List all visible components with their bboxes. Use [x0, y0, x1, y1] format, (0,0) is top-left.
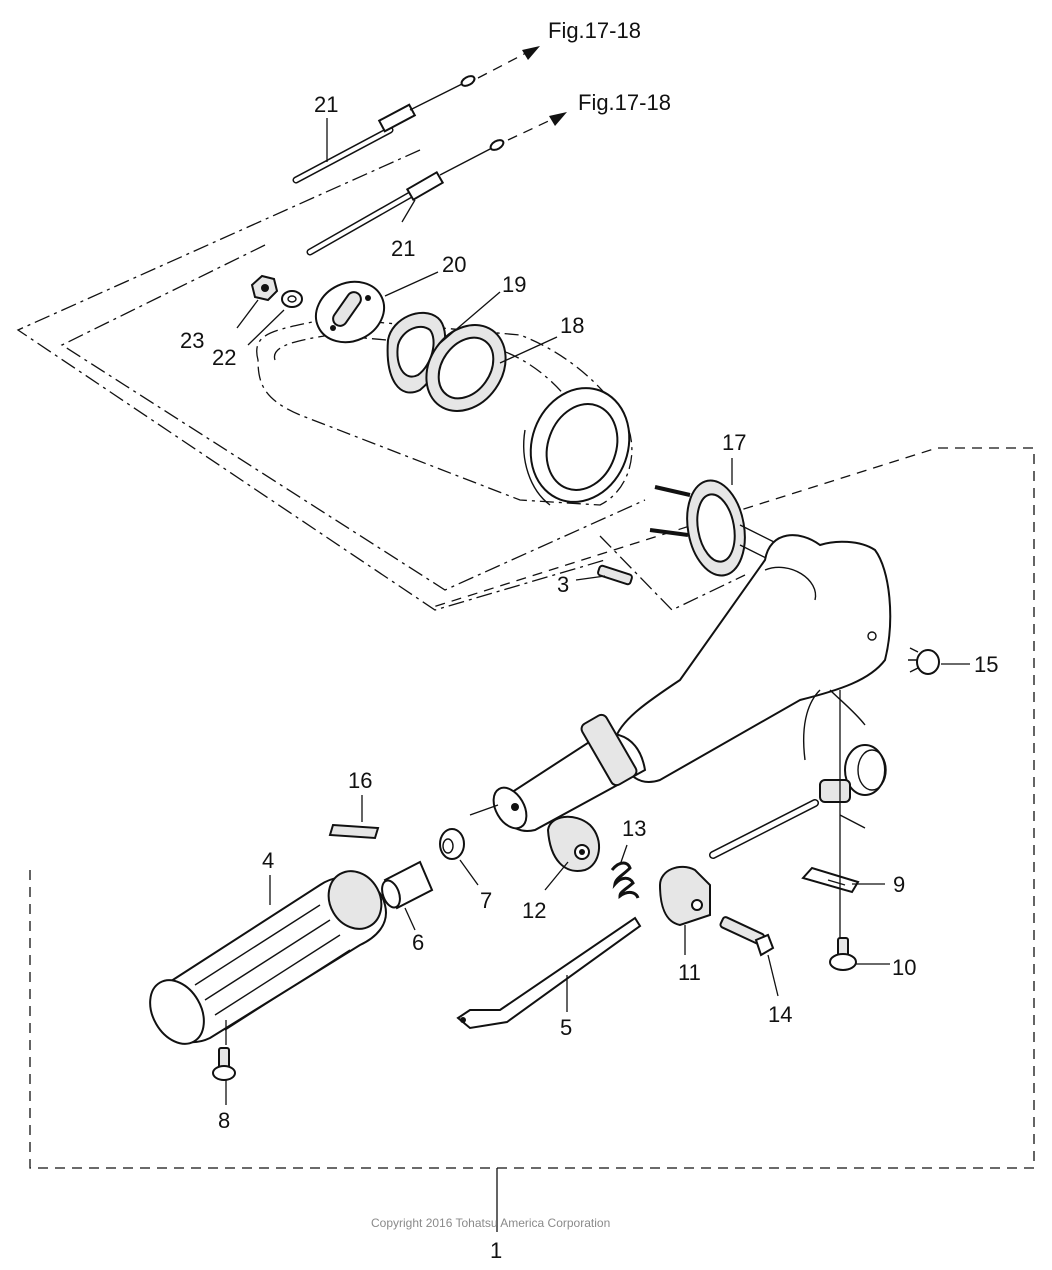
copyright-notice: Copyright 2016 Tohatsu America Corporati…: [371, 1216, 610, 1230]
callout-21-upper: 21: [314, 92, 338, 117]
part-23-nut: [250, 274, 279, 302]
reference-label-lower: Fig.17-18: [578, 90, 671, 115]
reference-arrow-upper: [477, 46, 540, 79]
part-9-plate: [801, 866, 860, 894]
callout-10: 10: [892, 955, 916, 980]
callout-11: 11: [678, 960, 701, 985]
part-21-upper-cable: [292, 75, 476, 184]
part-7-bushing: [439, 828, 465, 860]
callout-3: 3: [557, 572, 569, 597]
callout-17: 17: [722, 430, 746, 455]
part-6-collar: [381, 860, 434, 910]
callout-22: 22: [212, 345, 236, 370]
bracket-housing: [256, 317, 633, 506]
callout-12: 12: [522, 898, 546, 923]
part-5-throttle-rod: [456, 916, 642, 1030]
cable-group-boundary: [16, 149, 606, 611]
callout-19: 19: [502, 272, 526, 297]
callout-6: 6: [412, 930, 424, 955]
callout-14: 14: [768, 1002, 792, 1027]
part-21-lower-cable: [306, 139, 505, 256]
callout-1: 1: [490, 1238, 502, 1263]
part-16-decal: [328, 823, 380, 840]
callout-4: 4: [262, 848, 274, 873]
callout-23: 23: [180, 328, 204, 353]
callout-21-lower: 21: [391, 236, 415, 261]
cable-group-boundary-inner: [60, 244, 646, 591]
callout-13: 13: [622, 816, 646, 841]
tiller-arm-housing: [492, 534, 892, 832]
callout-8: 8: [218, 1108, 230, 1133]
part-14-bolt: [719, 916, 775, 957]
callout-15: 15: [974, 652, 998, 677]
leader-lines: [225, 118, 970, 1232]
part-22-washer: [281, 290, 303, 308]
part-4-grip: [149, 870, 387, 1045]
part-18-seal-ring: [425, 324, 507, 412]
callout-16: 16: [348, 768, 372, 793]
part-8-screw: [212, 1047, 236, 1081]
pin-leader-box: [599, 535, 746, 611]
part-17-bushing: [649, 479, 791, 577]
callout-5: 5: [560, 1015, 572, 1040]
part-3-stud: [597, 564, 633, 586]
callout-18: 18: [560, 313, 584, 338]
reference-label-upper: Fig.17-18: [548, 18, 641, 43]
callout-20: 20: [442, 252, 466, 277]
part-11-clamp: [658, 865, 711, 927]
part-12-friction-block: [546, 815, 600, 872]
callout-9: 9: [893, 872, 905, 897]
callout-7: 7: [480, 888, 492, 913]
part-10-screw: [829, 937, 857, 971]
throttle-shaft-assembly: [709, 689, 887, 859]
part-13-spring: [610, 861, 640, 900]
part-20-cable-plate: [314, 280, 386, 344]
reference-arrow-lower: [507, 112, 567, 141]
part-15-plug: [908, 647, 940, 675]
